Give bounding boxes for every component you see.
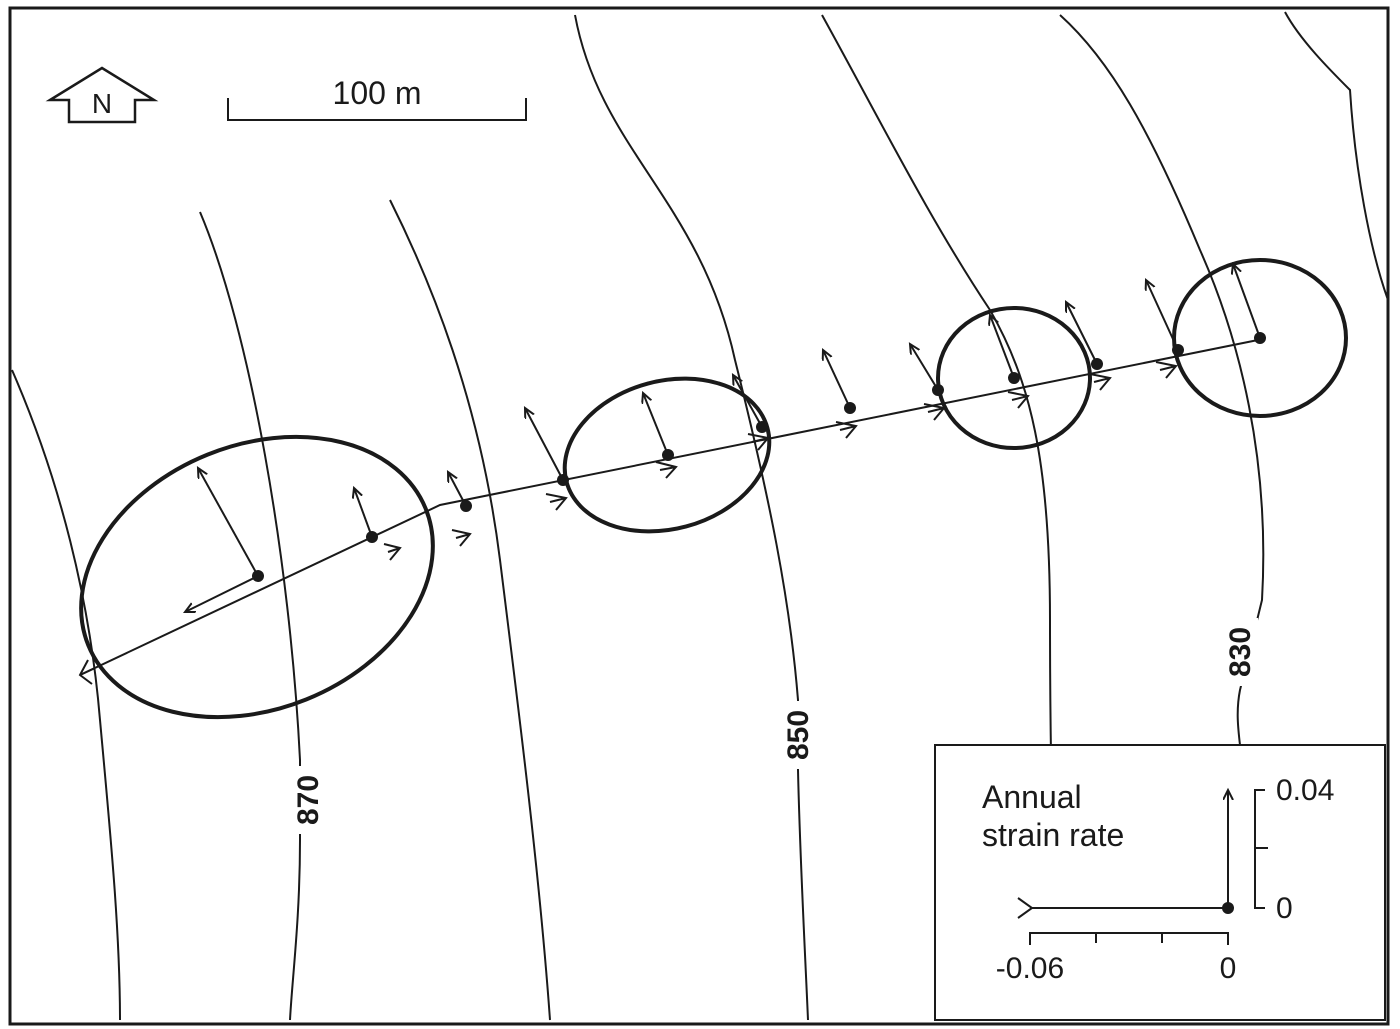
contour-label-870: 870 <box>290 766 326 834</box>
contour-line-west <box>11 369 121 1021</box>
scale-bar: 100 m <box>227 75 527 121</box>
contour-line-850 <box>574 14 809 1021</box>
strain-ellipse-1 <box>79 434 435 720</box>
legend-title-line1: Annual <box>982 779 1082 815</box>
strain-ellipse-4 <box>1172 258 1348 418</box>
svg-text:100 m: 100 m <box>333 75 422 111</box>
extension-arrows <box>198 264 1261 577</box>
contour-line-830 <box>1059 14 1265 746</box>
contour-label-850: 850 <box>780 701 816 769</box>
compression-marks <box>78 361 1178 685</box>
contour-label-830: 830 <box>1222 618 1258 686</box>
legend-vertical-top: 0.04 <box>1276 774 1334 807</box>
svg-text:870: 870 <box>292 775 325 825</box>
legend-box <box>934 744 1386 1021</box>
map-frame <box>8 6 1390 1026</box>
legend-horizontal-zero: 0 <box>1220 952 1237 985</box>
contour-line-east <box>1284 11 1389 301</box>
legend-horizontal-min: -0.06 <box>996 952 1064 985</box>
contour-line-b <box>389 199 551 1021</box>
strain-profile-line <box>79 339 1259 676</box>
north-arrow-icon: N <box>45 66 159 124</box>
svg-text:N: N <box>92 88 112 119</box>
legend-title-line2: strain rate <box>982 817 1124 853</box>
svg-text:850: 850 <box>782 710 815 760</box>
contour-line-870 <box>199 211 301 1021</box>
svg-text:830: 830 <box>1224 627 1257 677</box>
legend-vertical-zero: 0 <box>1276 892 1293 925</box>
strain-ellipse-3 <box>936 306 1092 450</box>
legend: Annual strain rate 0.04 0 -0.06 0 <box>934 744 1386 1021</box>
